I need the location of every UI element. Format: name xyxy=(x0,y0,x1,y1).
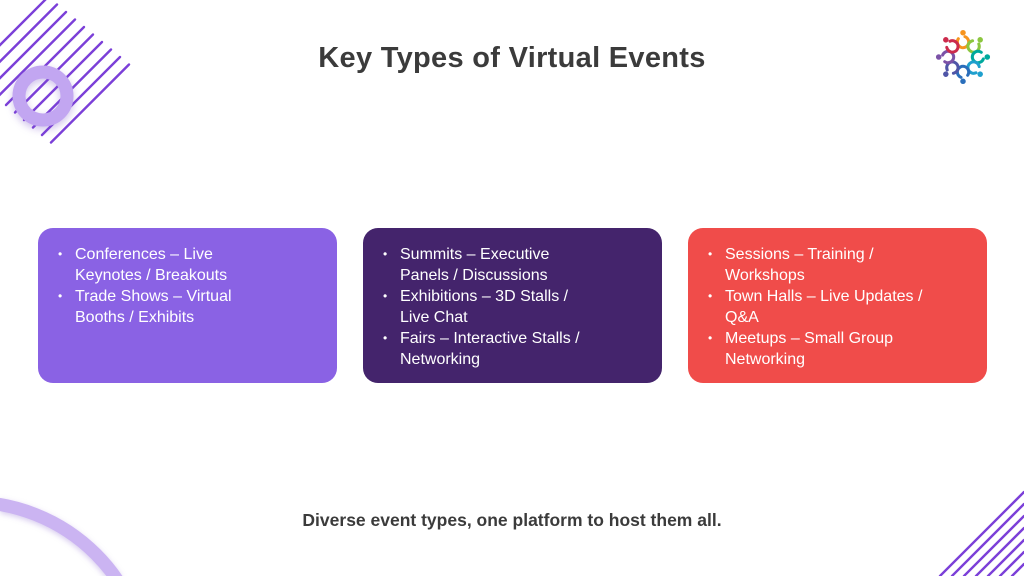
card-list: • Conferences – Live Keynotes / Breakout… xyxy=(58,244,323,328)
list-item-text: Trade Shows – Virtual Booths / Exhibits xyxy=(75,288,232,326)
card-sessions-townhalls-meetups: • Sessions – Training / Workshops • Town… xyxy=(688,228,987,383)
list-item: • Sessions – Training / Workshops xyxy=(708,244,973,286)
list-item-text: Meetups – Small Group Networking xyxy=(725,330,894,368)
list-item: • Town Halls – Live Updates / Q&A xyxy=(708,286,973,328)
card-list: • Sessions – Training / Workshops • Town… xyxy=(708,244,973,370)
card-list: • Summits – Executive Panels / Discussio… xyxy=(383,244,648,370)
bullet-icon: • xyxy=(383,331,388,345)
list-item-text: Town Halls – Live Updates / Q&A xyxy=(725,288,923,326)
ring-ornament-icon xyxy=(12,65,74,127)
list-item: • Fairs – Interactive Stalls / Networkin… xyxy=(383,328,648,370)
list-item-text: Sessions – Training / Workshops xyxy=(725,246,874,284)
list-item-text: Exhibitions – 3D Stalls / Live Chat xyxy=(400,288,569,326)
list-item: • Meetups – Small Group Networking xyxy=(708,328,973,370)
cards-row: • Conferences – Live Keynotes / Breakout… xyxy=(38,228,987,383)
page-title: Key Types of Virtual Events xyxy=(318,42,706,74)
list-item: • Summits – Executive Panels / Discussio… xyxy=(383,244,648,286)
list-item-text: Summits – Executive Panels / Discussions xyxy=(400,246,550,284)
list-item-text: Fairs – Interactive Stalls / Networking xyxy=(400,330,580,368)
list-item: • Exhibitions – 3D Stalls / Live Chat xyxy=(383,286,648,328)
corner-stripes-bottom-right-icon xyxy=(938,490,1024,576)
list-item: • Trade Shows – Virtual Booths / Exhibit… xyxy=(58,286,323,328)
bullet-icon: • xyxy=(58,289,63,303)
bullet-icon: • xyxy=(383,289,388,303)
bullet-icon: • xyxy=(708,289,713,303)
slide-tagline: Diverse event types, one platform to hos… xyxy=(302,510,722,530)
corner-stripes-top-left-icon xyxy=(0,0,131,144)
list-item-text: Conferences – Live Keynotes / Breakouts xyxy=(75,246,228,284)
arc-ornament-icon xyxy=(0,497,123,576)
bullet-icon: • xyxy=(58,247,63,261)
card-conferences-tradeshows: • Conferences – Live Keynotes / Breakout… xyxy=(38,228,337,383)
logo-segment xyxy=(943,37,960,54)
bullet-icon: • xyxy=(708,247,713,261)
community-network-logo-icon xyxy=(935,29,991,85)
card-summits-exhibitions-fairs: • Summits – Executive Panels / Discussio… xyxy=(363,228,662,383)
bullet-icon: • xyxy=(708,331,713,345)
list-item: • Conferences – Live Keynotes / Breakout… xyxy=(58,244,323,286)
bullet-icon: • xyxy=(383,247,388,261)
